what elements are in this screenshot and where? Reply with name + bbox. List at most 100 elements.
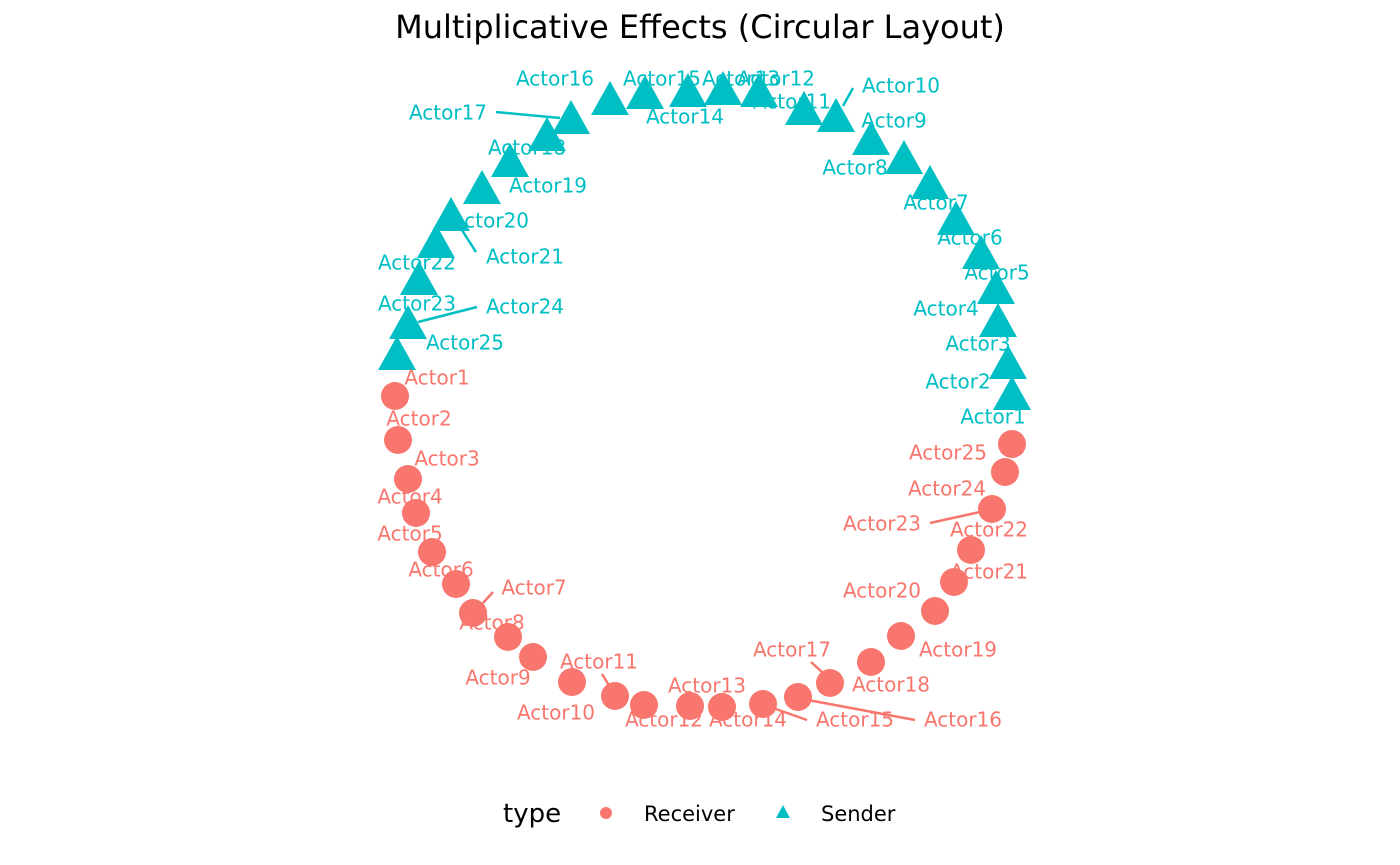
sender-label-actor2: Actor2 bbox=[925, 370, 990, 394]
receiver-label-actor16: Actor16 bbox=[924, 708, 1002, 732]
receiver-label-actor9: Actor9 bbox=[465, 666, 530, 690]
sender-label-actor10: Actor10 bbox=[862, 74, 940, 98]
receiver-connector-actor15 bbox=[772, 706, 808, 722]
receiver-point-actor17 bbox=[816, 669, 844, 697]
chart-title: Multiplicative Effects (Circular Layout) bbox=[395, 8, 1005, 46]
receiver-point-actor18 bbox=[857, 648, 885, 676]
sender-label-actor1: Actor1 bbox=[960, 405, 1025, 429]
legend-title: type bbox=[503, 799, 562, 829]
sender-label-actor25: Actor25 bbox=[426, 331, 504, 355]
sender-label-actor14: Actor14 bbox=[646, 105, 724, 129]
receiver-connector-actor23 bbox=[929, 510, 981, 525]
sender-connector-actor10 bbox=[841, 87, 855, 107]
sender-label-actor19: Actor19 bbox=[509, 174, 587, 198]
receiver-point-actor5 bbox=[418, 538, 446, 566]
receiver-label-actor10: Actor10 bbox=[517, 701, 595, 725]
sender-point-actor12 bbox=[740, 73, 778, 107]
sender-point-actor14 bbox=[669, 73, 707, 107]
receiver-point-actor2 bbox=[384, 426, 412, 454]
sender-label-actor20: Actor20 bbox=[451, 209, 529, 233]
sender-point-actor7 bbox=[911, 165, 949, 199]
receiver-label-actor11: Actor11 bbox=[560, 650, 638, 674]
receiver-label-actor17: Actor17 bbox=[753, 638, 831, 662]
sender-label-actor15: Actor15 bbox=[623, 67, 701, 91]
receiver-label-actor4: Actor4 bbox=[377, 485, 442, 509]
receiver-point-actor22 bbox=[957, 536, 985, 564]
sender-label-actor17: Actor17 bbox=[409, 101, 487, 125]
receiver-point-actor13 bbox=[676, 692, 704, 720]
receiver-label-actor3: Actor3 bbox=[414, 447, 479, 471]
sender-point-actor8 bbox=[885, 140, 923, 174]
receiver-point-actor11 bbox=[601, 682, 629, 710]
sender-label-actor23: Actor23 bbox=[378, 292, 456, 316]
receiver-point-actor8 bbox=[494, 623, 522, 651]
sender-point-actor22 bbox=[417, 224, 455, 258]
sender-connector-actor24 bbox=[417, 305, 478, 324]
receiver-point-actor12 bbox=[630, 691, 658, 719]
sender-point-actor6 bbox=[937, 201, 975, 235]
receiver-point-actor9 bbox=[519, 643, 547, 671]
receiver-label-actor18: Actor18 bbox=[852, 673, 930, 697]
legend-key-receiver-icon bbox=[600, 807, 612, 819]
receiver-point-actor20 bbox=[921, 597, 949, 625]
receiver-label-actor21: Actor21 bbox=[950, 560, 1028, 584]
sender-connector-actor17 bbox=[495, 110, 561, 120]
sender-point-actor15 bbox=[626, 75, 664, 109]
sender-point-actor1 bbox=[993, 376, 1031, 410]
receiver-label-actor7: Actor7 bbox=[501, 576, 566, 600]
receiver-label-actor12: Actor12 bbox=[625, 708, 703, 732]
sender-point-actor24 bbox=[389, 305, 427, 339]
sender-label-actor7: Actor7 bbox=[903, 191, 968, 215]
receiver-label-actor5: Actor5 bbox=[377, 522, 442, 546]
receiver-point-actor15 bbox=[749, 690, 777, 718]
receiver-connector-actor16 bbox=[807, 698, 916, 722]
sender-point-actor21 bbox=[432, 197, 470, 231]
receiver-label-actor23: Actor23 bbox=[843, 512, 921, 536]
sender-label-actor6: Actor6 bbox=[937, 226, 1002, 250]
receiver-label-actor6: Actor6 bbox=[408, 558, 473, 582]
sender-point-actor18 bbox=[528, 117, 566, 151]
sender-point-actor20 bbox=[463, 170, 501, 204]
receiver-point-actor6 bbox=[442, 570, 470, 598]
sender-point-actor11 bbox=[785, 91, 823, 125]
sender-point-actor4 bbox=[977, 270, 1015, 304]
receiver-point-actor1 bbox=[381, 382, 409, 410]
sender-point-actor16 bbox=[591, 81, 629, 115]
sender-label-actor22: Actor22 bbox=[378, 251, 456, 275]
receiver-point-actor19 bbox=[887, 622, 915, 650]
sender-label-actor16: Actor16 bbox=[516, 67, 594, 91]
sender-point-actor13 bbox=[704, 71, 742, 105]
legend-key-sender-icon bbox=[776, 805, 790, 818]
sender-point-actor10 bbox=[817, 98, 855, 132]
sender-label-actor4: Actor4 bbox=[913, 297, 978, 321]
receiver-point-actor24 bbox=[991, 458, 1019, 486]
receiver-label-actor13: Actor13 bbox=[668, 674, 746, 698]
sender-label-actor18: Actor18 bbox=[488, 136, 566, 160]
sender-point-actor23 bbox=[400, 261, 438, 295]
receiver-point-actor7 bbox=[459, 599, 487, 627]
receiver-label-actor25: Actor25 bbox=[909, 441, 987, 465]
receiver-point-actor25 bbox=[998, 430, 1026, 458]
legend: type Receiver Sender bbox=[0, 795, 1400, 835]
plot-area: Actor1Actor2Actor3Actor4Actor5Actor6Acto… bbox=[377, 67, 1031, 732]
receiver-label-actor20: Actor20 bbox=[843, 579, 921, 603]
sender-label-actor3: Actor3 bbox=[945, 332, 1010, 356]
sender-point-actor3 bbox=[979, 303, 1017, 337]
receiver-point-actor21 bbox=[940, 568, 968, 596]
receiver-label-actor2: Actor2 bbox=[386, 407, 451, 431]
receiver-point-actor4 bbox=[402, 499, 430, 527]
sender-point-actor5 bbox=[962, 235, 1000, 269]
receiver-label-actor22: Actor22 bbox=[950, 518, 1028, 542]
receiver-point-actor10 bbox=[558, 668, 586, 696]
sender-label-actor12: Actor12 bbox=[737, 67, 815, 91]
receiver-point-actor16 bbox=[784, 683, 812, 711]
receiver-connector-actor17 bbox=[810, 661, 824, 674]
sender-point-actor9 bbox=[852, 121, 890, 155]
receiver-connector-actor7 bbox=[482, 591, 494, 604]
sender-point-actor2 bbox=[989, 345, 1027, 379]
receiver-label-actor15: Actor15 bbox=[816, 708, 894, 732]
sender-label-actor21: Actor21 bbox=[486, 245, 564, 269]
receiver-label-actor19: Actor19 bbox=[919, 638, 997, 662]
sender-point-actor25 bbox=[378, 336, 416, 370]
receiver-label-actor24: Actor24 bbox=[908, 477, 986, 501]
